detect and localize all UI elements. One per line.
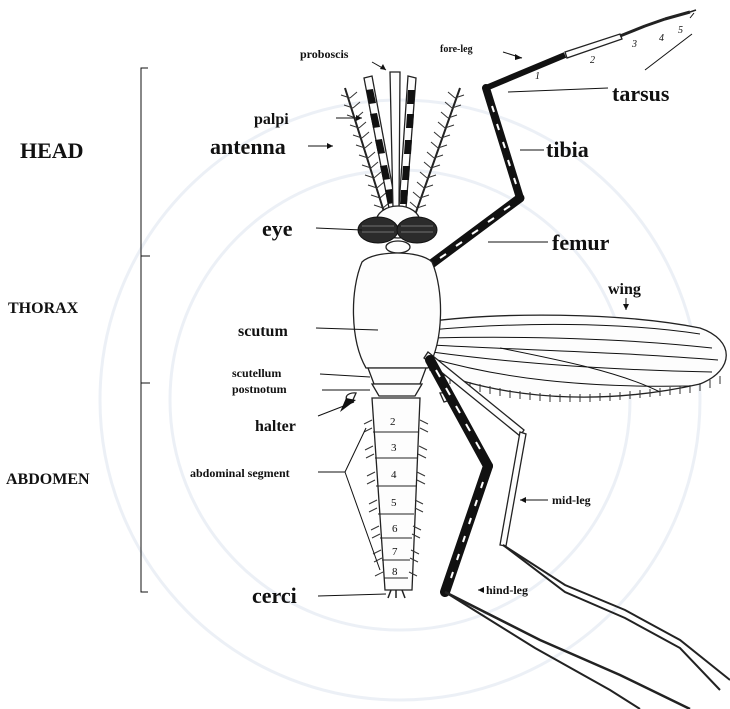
label-tarsus: tarsus	[612, 81, 670, 106]
label-halter: halter	[255, 418, 296, 435]
antenna-right	[410, 88, 464, 215]
head	[358, 206, 437, 253]
label-wing: wing	[608, 281, 641, 298]
label-mid-leg: mid-leg	[552, 493, 591, 507]
label-abdominal-segment: abdominal segment	[190, 466, 290, 480]
segment-number: 8	[392, 566, 398, 578]
label-fore-leg: fore-leg	[440, 44, 473, 55]
region-brackets	[141, 68, 150, 592]
segment-number: 7	[392, 546, 398, 558]
segment-number: 6	[392, 523, 398, 535]
tarsus-number: 4	[659, 33, 664, 44]
label-antenna: antenna	[210, 134, 286, 159]
region-label-abdomen: ABDOMEN	[6, 471, 90, 488]
tarsus-number: 5	[678, 25, 683, 36]
segment-number: 5	[391, 497, 397, 509]
segment-number: 3	[391, 442, 397, 454]
label-hind-leg: hind-leg	[486, 583, 528, 597]
label-eye: eye	[262, 216, 293, 241]
label-scutellum: scutellum	[232, 366, 281, 380]
hind-leg	[430, 360, 690, 709]
label-postnotum: postnotum	[232, 382, 287, 396]
region-label-head: HEAD	[20, 138, 84, 163]
tarsus-number: 3	[631, 39, 637, 50]
tarsus-number: 1	[535, 71, 540, 82]
region-label-thorax: THORAX	[8, 300, 79, 317]
tarsus-number: 2	[590, 55, 595, 66]
label-cerci: cerci	[252, 583, 297, 608]
segment-number: 4	[391, 469, 397, 481]
segment-number: 2	[390, 416, 396, 428]
thorax	[346, 253, 450, 402]
label-femur: femur	[552, 230, 610, 255]
label-scutum: scutum	[238, 323, 288, 340]
tarsus-segment-numbers: 1 2 3 4 5	[535, 25, 683, 82]
label-proboscis: proboscis	[300, 47, 349, 61]
label-tibia: tibia	[546, 137, 589, 162]
label-palpi: palpi	[254, 111, 289, 128]
